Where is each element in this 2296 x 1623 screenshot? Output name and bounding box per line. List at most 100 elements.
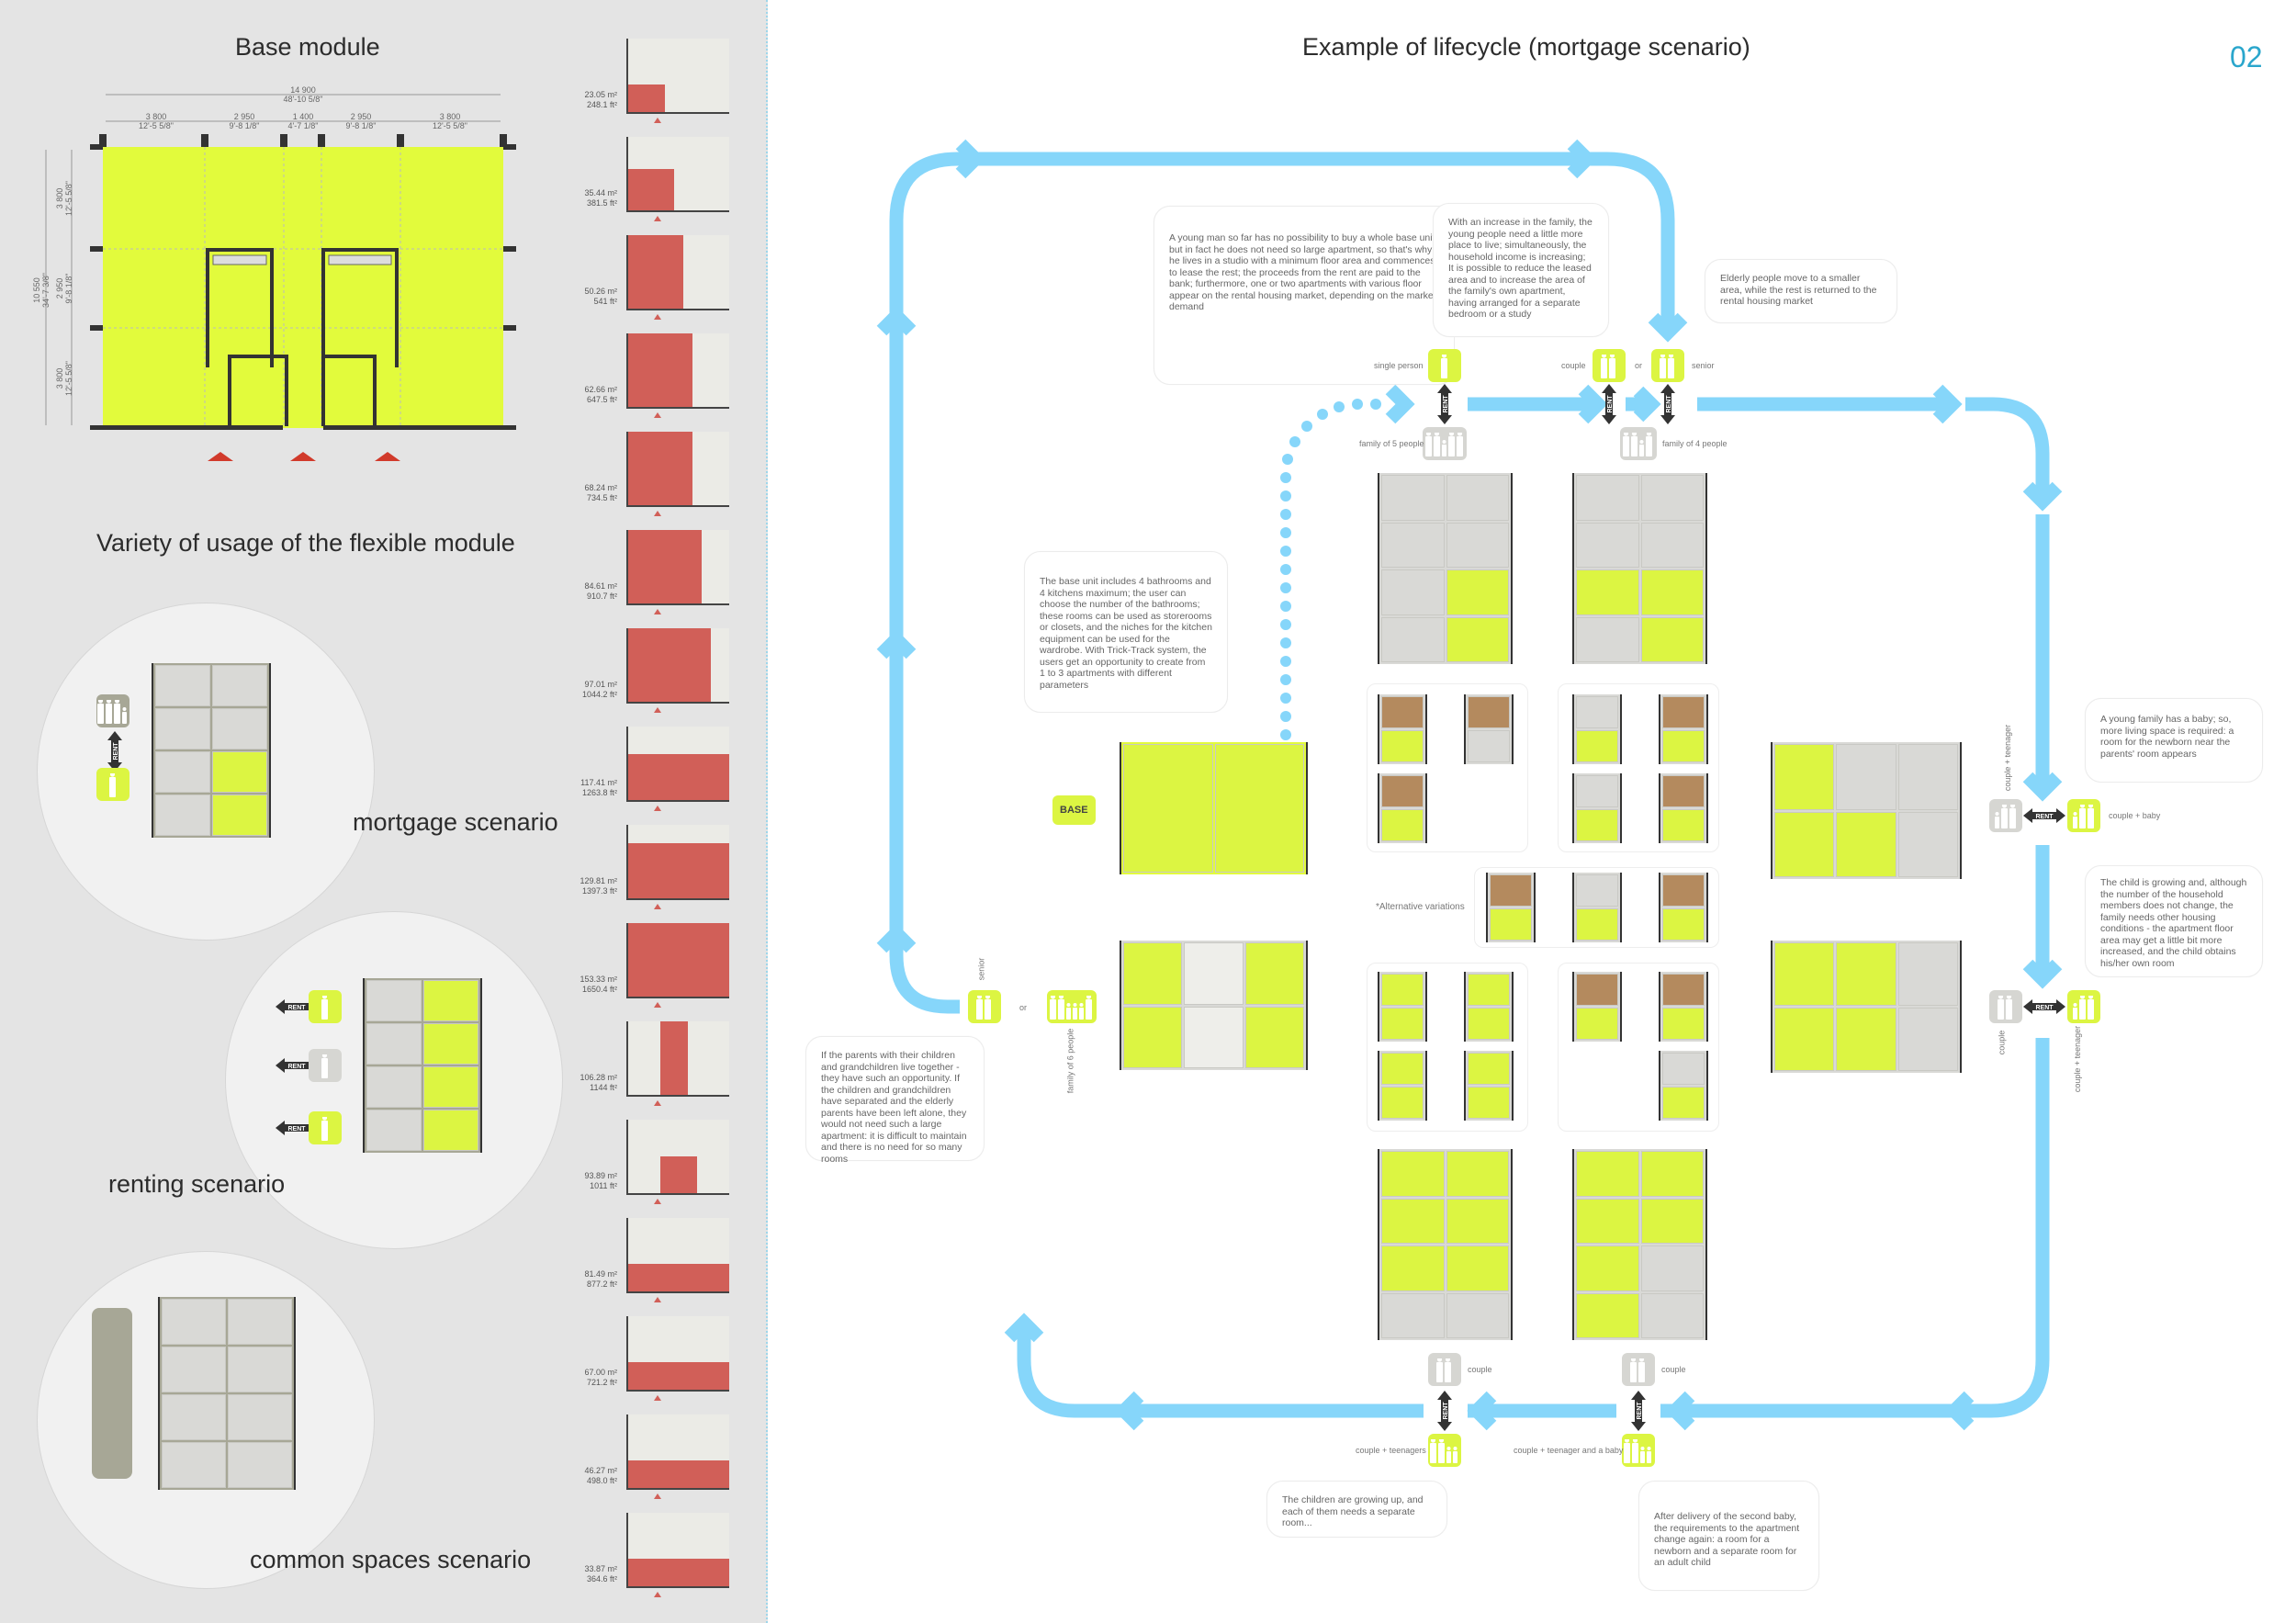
room [228, 1394, 292, 1440]
unit-area-fill [628, 333, 692, 407]
couple-icon [1622, 1353, 1655, 1386]
svg-text:RENT: RENT [1607, 395, 1614, 413]
rent-arrow-icon: RENT [1631, 1391, 1646, 1431]
svg-text:RENT: RENT [1443, 1402, 1449, 1420]
entrance-marker-icon [654, 1297, 661, 1302]
unit-area-fill [628, 628, 711, 702]
area-ft2: 1044.2 ft² [581, 690, 617, 699]
base-module-title: Base module [235, 33, 380, 61]
rent-arrow-icon: RENT [107, 731, 122, 772]
rent-arrow-icon: RENT [1437, 384, 1452, 424]
double-arrow-icon: RENT [1437, 1391, 1452, 1431]
people-figure-icon [1440, 355, 1447, 378]
people-figure-icon [97, 700, 127, 724]
rent-arrow-icon: RENT [2023, 999, 2065, 1014]
entrance-marker-icon [654, 1592, 661, 1597]
entrance-marker-icon [654, 1493, 661, 1499]
floor-plan [1378, 473, 1513, 664]
callout-young-man: A young man so far has no possibility to… [1154, 206, 1455, 385]
dim-value: 2 950 [233, 112, 255, 121]
room [1381, 809, 1424, 841]
room [1576, 696, 1618, 728]
small-plan [1464, 694, 1514, 764]
small-plan [1659, 873, 1708, 942]
room [1381, 569, 1445, 615]
room [1576, 1292, 1639, 1338]
svg-text:RENT: RENT [1666, 395, 1672, 413]
room [1381, 730, 1424, 762]
room [1244, 1006, 1304, 1068]
area-m2: 62.66 m² [584, 385, 617, 394]
family-of-4-icon [1620, 427, 1657, 460]
room [1123, 942, 1183, 1005]
base-tag: BASE [1052, 795, 1096, 825]
base-plan [1120, 742, 1308, 874]
unit-area-fill [628, 85, 665, 112]
room [1446, 616, 1509, 662]
room [1576, 809, 1618, 841]
person-icon [309, 1049, 342, 1082]
unit-area-fill [628, 169, 674, 210]
room [1468, 974, 1510, 1006]
unit-thumbnail [626, 1414, 729, 1490]
double-arrow-icon: RENT [276, 999, 318, 1014]
area-ft2: 734.5 ft² [586, 493, 617, 502]
unit-thumbnail [626, 825, 729, 900]
floor-plan [1378, 1149, 1513, 1340]
couple-baby-icon [2067, 799, 2100, 832]
people-figure-icon [2072, 996, 2094, 1020]
room [1576, 1151, 1639, 1197]
people-figure-icon [321, 1117, 328, 1141]
room [1836, 942, 1896, 1006]
area-ft2: 1397.3 ft² [581, 886, 617, 896]
mortgage-plan [152, 663, 271, 838]
area-ft2: 647.5 ft² [586, 395, 617, 404]
room [1662, 775, 1705, 807]
double-arrow-icon: RENT [1602, 384, 1616, 424]
dim-value-imperial: 34'-7 3/8" [41, 273, 51, 308]
unit-thumbnail [626, 39, 729, 114]
label-couple: couple [1468, 1365, 1492, 1374]
people-figure-icon [976, 996, 991, 1020]
room [1774, 744, 1835, 810]
area-ft2: 877.2 ft² [586, 1279, 617, 1289]
callout-parents: If the parents with their children and g… [805, 1036, 985, 1165]
common-spaces-plan [158, 1297, 296, 1490]
unit-thumbnail [626, 1316, 729, 1392]
dim-value: 3 800 [439, 112, 461, 121]
entrance-marker-icon [654, 412, 661, 418]
room [1836, 811, 1896, 877]
label-couple: couple [1561, 361, 1586, 370]
area-m2: 93.89 m² [584, 1171, 617, 1180]
couple-teenager-baby-icon [1622, 1434, 1655, 1467]
room [1897, 811, 1958, 877]
unit-area-fill [628, 1264, 729, 1291]
room [1381, 1087, 1424, 1119]
rent-arrow-icon: RENT [1660, 384, 1675, 424]
area-m2: 84.61 m² [584, 581, 617, 591]
room [1381, 616, 1445, 662]
unit-area-fill [628, 235, 683, 309]
svg-text:RENT: RENT [1443, 395, 1449, 413]
room [1184, 1006, 1244, 1068]
dim-value: 2 950 [55, 277, 64, 299]
room [1490, 908, 1532, 941]
person-icon [309, 990, 342, 1023]
entrance-marker-icon [654, 1199, 661, 1204]
couple-teenager-icon [1989, 799, 2022, 832]
couple-teenager-icon [2067, 990, 2100, 1023]
double-arrow-icon: RENT [1631, 1391, 1646, 1431]
area-m2: 35.44 m² [584, 188, 617, 197]
label-couple-teenager: couple + teenager [2073, 1025, 2083, 1093]
unit-thumbnail [626, 923, 729, 998]
room [1381, 1151, 1445, 1197]
people-figure-icon [1630, 1358, 1645, 1382]
unit-thumbnail [626, 137, 729, 212]
small-plan [1378, 694, 1427, 764]
